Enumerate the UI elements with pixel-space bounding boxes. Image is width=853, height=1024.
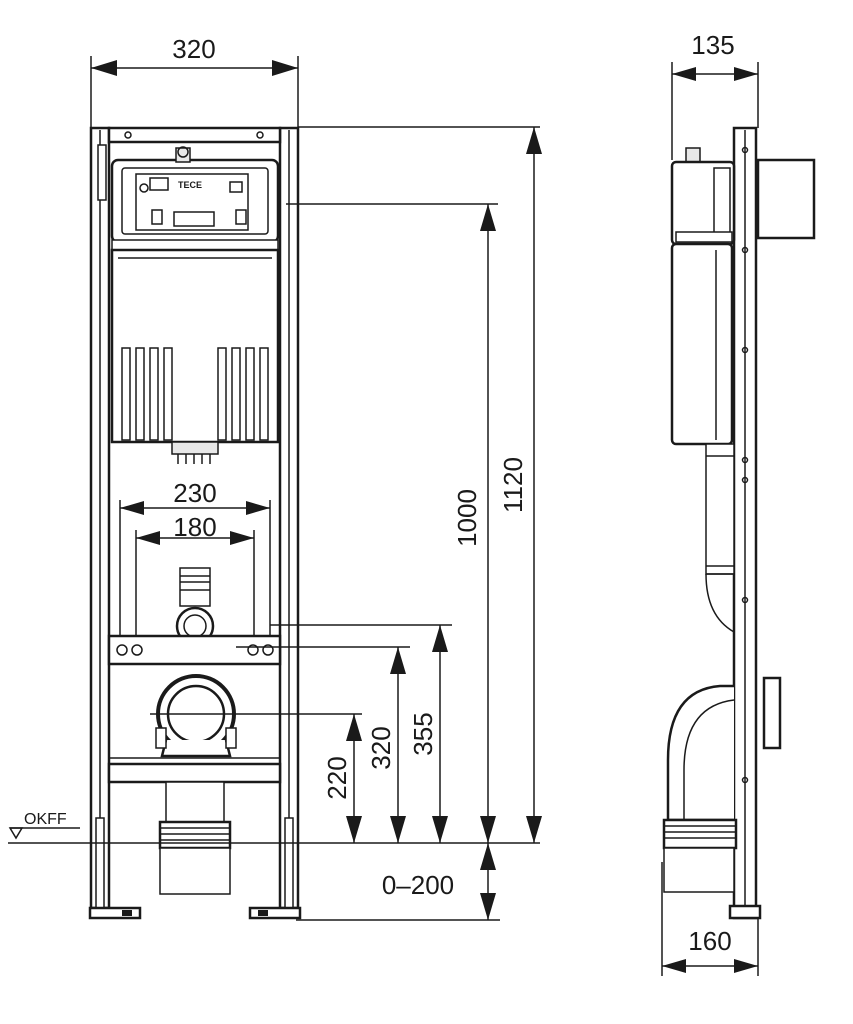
side-dimensions: 135 160 (661, 30, 759, 976)
flush-pipe (179, 567, 211, 607)
fixing-bolt (116, 644, 128, 656)
side-cistern-body (670, 242, 734, 446)
left-foot (88, 906, 142, 920)
brand-logo: TECE (178, 180, 202, 190)
side-wall-pad-top (756, 158, 816, 240)
fixing-bolt (247, 644, 259, 656)
top-crossbar (107, 126, 282, 144)
side-foot (728, 904, 762, 920)
side-drain-coupling (662, 818, 738, 850)
dim-flush-plate-inner: 180 (173, 512, 216, 542)
floor-level-label: OKFF (24, 811, 67, 828)
dim-foot-adjust: 0–200 (382, 870, 454, 900)
side-wall-pad-bottom (762, 676, 782, 750)
dim-depth-top: 135 (691, 30, 734, 60)
dim-depth-bottom: 160 (688, 926, 731, 956)
dim-height-waste-axis: 320 (366, 726, 396, 769)
right-foot (248, 906, 302, 920)
dim-height-actuator: 1000 (452, 489, 482, 547)
water-inlet-valve (175, 147, 191, 163)
side-waste-elbow (666, 684, 734, 822)
dim-height-total: 1120 (498, 457, 528, 513)
fixing-bolt-bar (107, 634, 282, 666)
front-dimensions: 320 230 180 1120 1000 355 (8, 34, 542, 921)
fixing-bolt (262, 644, 274, 656)
dim-height-fix-bolts: 355 (408, 712, 438, 755)
floor-level-symbol (8, 827, 24, 840)
side-view (662, 126, 816, 920)
dim-width-total: 320 (172, 34, 215, 64)
drain-pipe-coupling (158, 820, 232, 850)
fixing-bolt (131, 644, 143, 656)
dim-height-outlet: 220 (322, 756, 352, 799)
dim-flush-plate-outer: 230 (173, 478, 216, 508)
lower-crossbar (107, 762, 282, 784)
